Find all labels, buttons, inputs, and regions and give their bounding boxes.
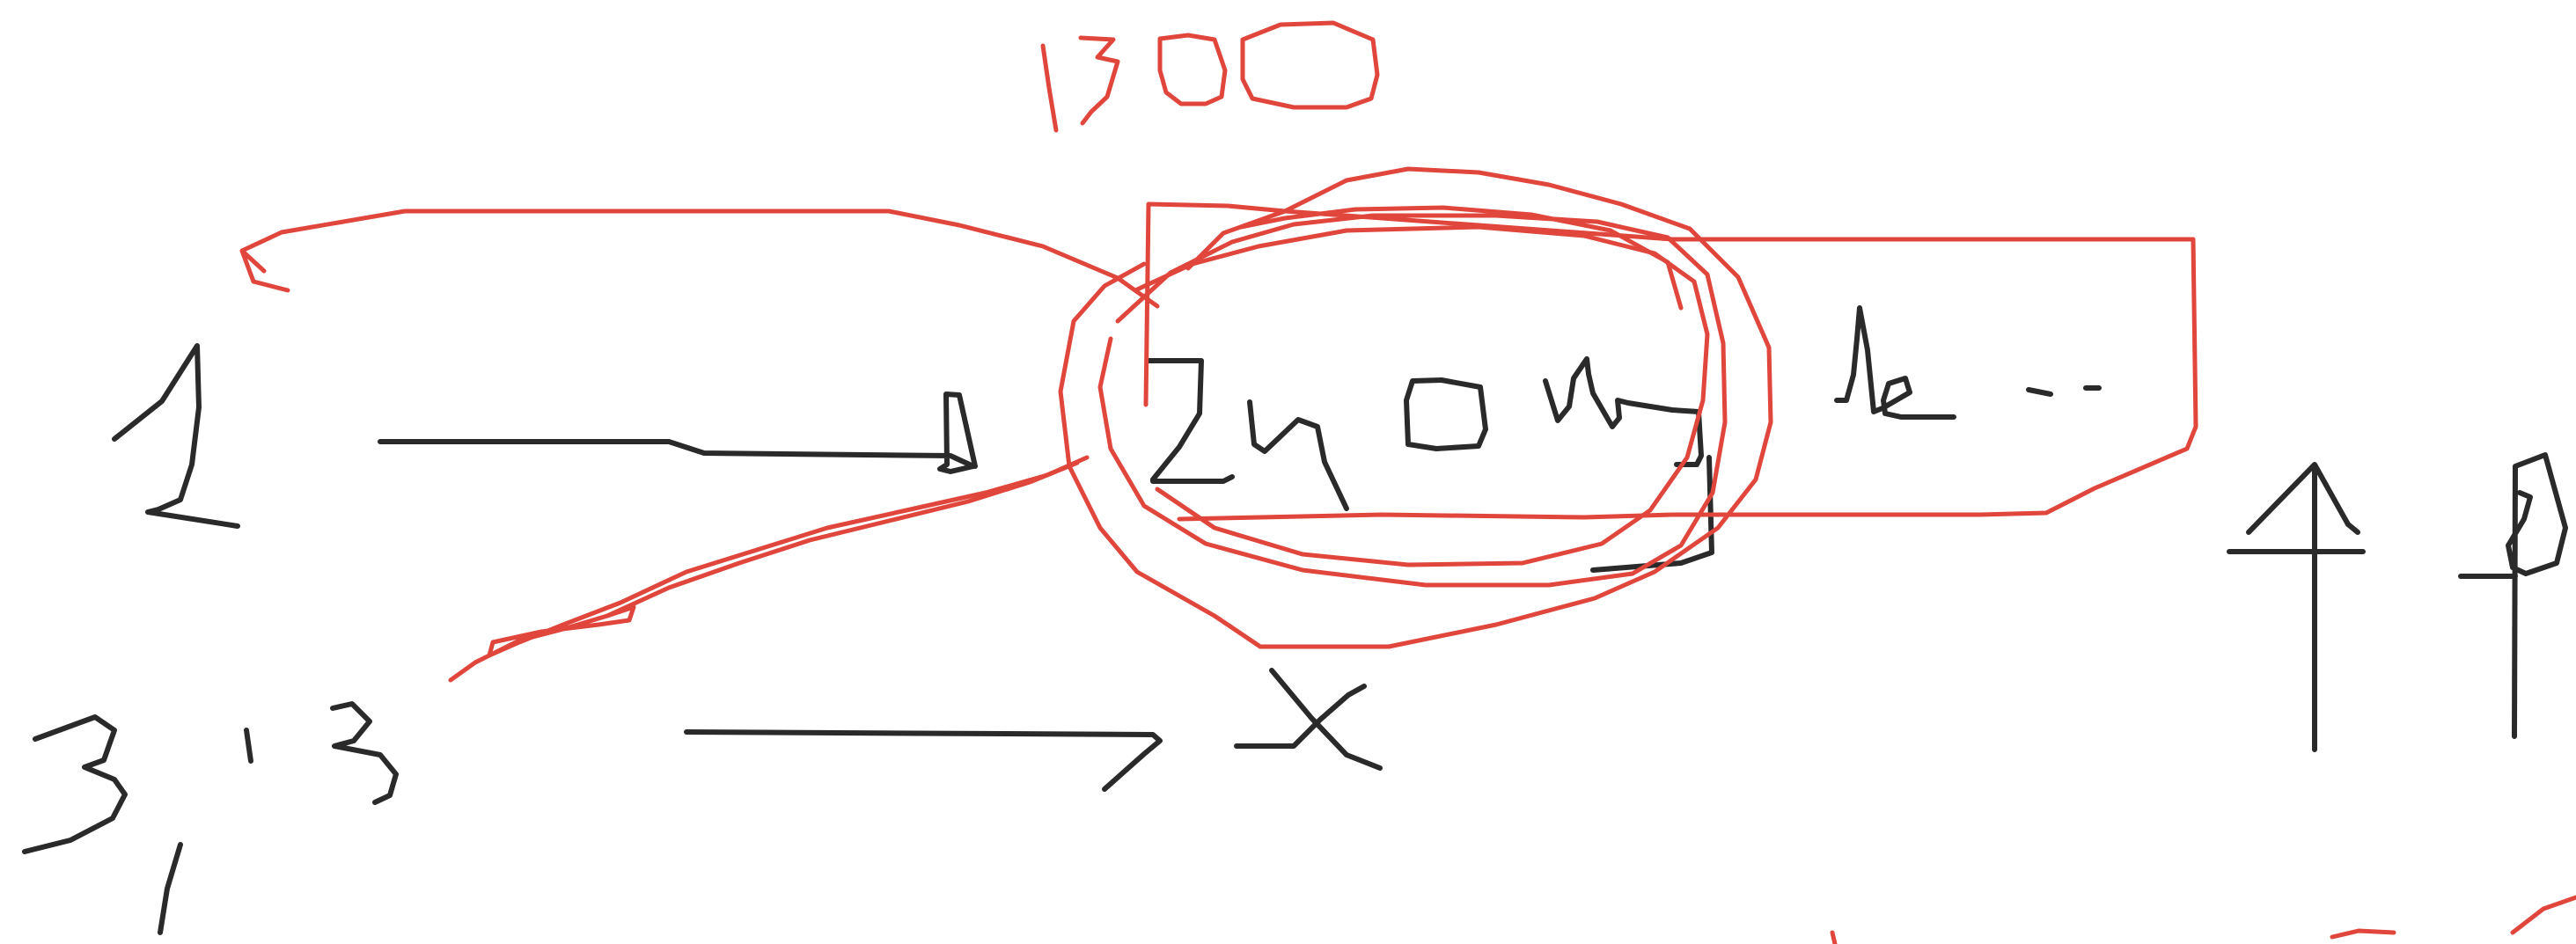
stroke-digit-3-right [330, 701, 399, 805]
handwritten-text-1: 1 [158, 457, 159, 458]
stroke-red-1 [1040, 43, 1059, 133]
stroke-red-inner-swirl [1238, 205, 1684, 311]
stroke-red-0a [1157, 33, 1228, 106]
stroke-red-circle-middle [1097, 213, 1728, 588]
stroke-digit-1 [112, 343, 240, 529]
stroke-red-diagonal [448, 455, 1090, 683]
stroke-red-circle-inner [1133, 224, 1710, 567]
handwritten-text-4: 4 [1289, 439, 1290, 441]
stroke-digit-3-left [22, 714, 128, 854]
stroke-letter-x [1234, 684, 1367, 749]
stroke-red-bottom-right [2330, 895, 2576, 940]
stroke-red-rectangle [1143, 201, 2198, 522]
stroke-apostrophe [244, 728, 253, 764]
stroke-up-arrow-2 [2458, 452, 2568, 739]
stroke-red-bottom-mid [1830, 930, 1838, 944]
stroke-digit-2 [1146, 358, 1235, 484]
handwritten-text-3b: 3 [361, 756, 362, 757]
stroke-digit-0 [1404, 377, 1488, 451]
stroke-up-arrow-1 [2227, 462, 2366, 752]
stroke-red-3 [1078, 35, 1120, 126]
handwritten-text-0: 0 [1443, 417, 1444, 419]
stroke-apostrophe-tick [158, 842, 183, 935]
stroke-red-diagonal-2 [605, 460, 1080, 618]
stroke-lower-arrow [684, 729, 1163, 792]
stroke-letter-x-cross [1269, 668, 1383, 771]
black-ink-layer [22, 305, 2568, 935]
stroke-hook-under-y [1590, 455, 1714, 573]
stroke-digit-4 [1247, 399, 1349, 511]
stroke-letter-M [1834, 305, 1956, 420]
handwritten-text-1300: 1300 [1232, 78, 1235, 80]
handwritten-text-3a: 3 [79, 782, 80, 784]
handwritten-text-e: e [1901, 404, 1902, 406]
stroke-upper-arrow [378, 392, 978, 474]
stroke-red-long-arrow [239, 209, 1160, 309]
stroke-red-0b [1240, 20, 1380, 110]
handwritten-text-y: y [1663, 430, 1664, 432]
handwritten-text-7: 7 [1580, 404, 1581, 406]
red-ink-layer [239, 20, 2576, 944]
handwritten-text-2: 2 [1179, 421, 1180, 423]
stroke-dots [2026, 385, 2102, 397]
stroke-letter-7 [1543, 356, 1704, 467]
handwritten-text-M: M [1857, 377, 1858, 379]
stroke-red-circle-outer [1058, 166, 1773, 649]
